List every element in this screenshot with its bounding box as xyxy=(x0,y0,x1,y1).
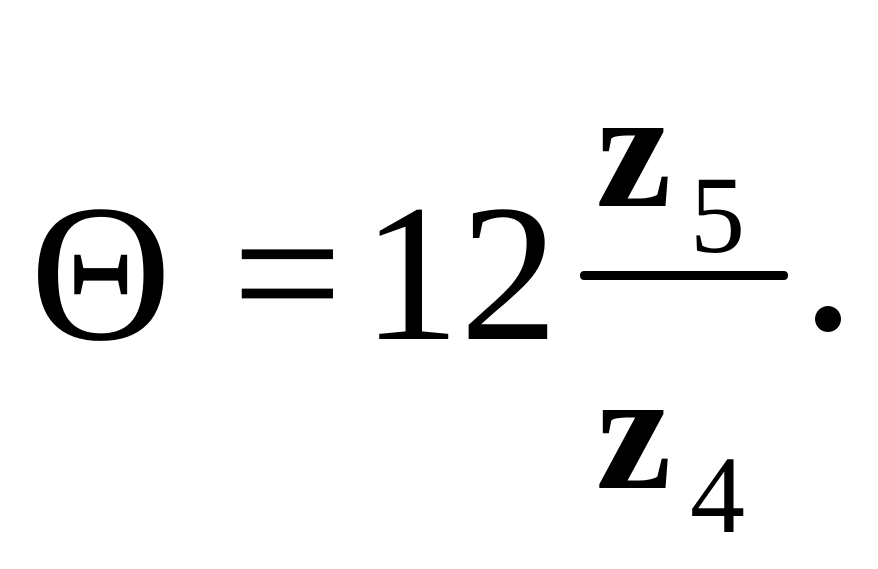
coefficient: 12 xyxy=(362,165,558,382)
denominator-variable: z xyxy=(596,337,672,525)
period-mark xyxy=(815,306,841,332)
fraction-bar xyxy=(580,271,788,280)
theta-symbol: Θ xyxy=(30,165,172,382)
numerator-variable: z xyxy=(596,55,672,243)
denominator-subscript: 4 xyxy=(690,434,745,556)
numerator-subscript: 5 xyxy=(690,154,745,276)
equals-sign: = xyxy=(232,165,343,382)
